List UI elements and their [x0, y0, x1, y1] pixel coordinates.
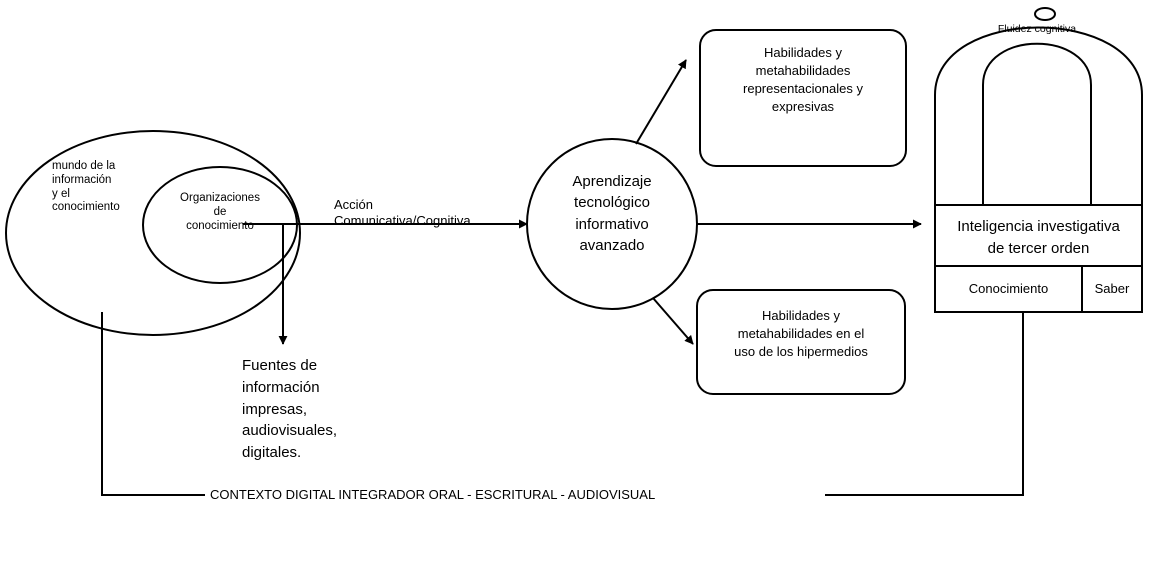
- accion-label: Acción Comunicativa/Cognitiva: [334, 197, 471, 228]
- habilidades-hiper-box: [696, 289, 906, 395]
- contexto-line-left: [101, 312, 205, 496]
- inteligencia-box: [934, 204, 1143, 313]
- fluidez-label: Fluidez cognitiva: [997, 23, 1077, 35]
- arch-knob: [1034, 7, 1056, 21]
- habilidades-repr-label: Habilidades y metahabilidades representa…: [743, 45, 863, 114]
- contexto-line-right: [825, 312, 1024, 496]
- inteligencia-label: Inteligencia investigativa de tercer ord…: [957, 218, 1120, 257]
- arrow-to-habilidades-repr: [635, 59, 687, 145]
- fuentes-label: Fuentes de información impresas, audiovi…: [242, 357, 338, 461]
- habilidades-repr-box: [699, 29, 907, 167]
- mundo-ellipse: [5, 130, 301, 336]
- aprendizaje-label: Aprendizaje tecnológico informativo avan…: [572, 173, 652, 254]
- arch-inner: [982, 42, 1092, 205]
- saber-label: Saber: [1094, 281, 1130, 296]
- mundo-label: mundo de la información y el conocimient…: [52, 160, 120, 214]
- habilidades-hiper-label: Habilidades y metahabilidades en el uso …: [734, 308, 868, 359]
- conocimiento-label: Conocimiento: [968, 281, 1049, 296]
- organizaciones-label: Organizaciones de conocimiento: [180, 192, 260, 232]
- contexto-label: CONTEXTO DIGITAL INTEGRADOR ORAL - ESCRI…: [210, 487, 656, 502]
- arrow-to-habilidades-hiper: [652, 297, 694, 345]
- arch-outer: [934, 26, 1143, 205]
